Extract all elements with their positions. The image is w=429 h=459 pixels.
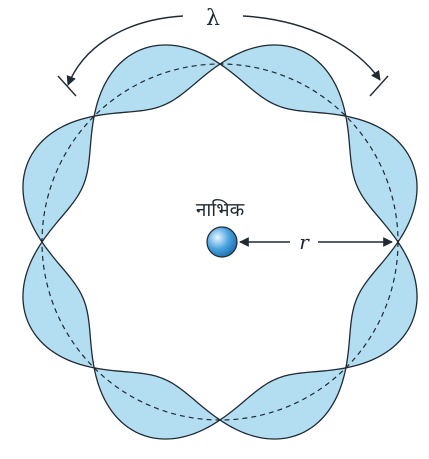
wave-lobe — [220, 368, 346, 439]
wave-lobe — [94, 45, 220, 116]
nucleus-sphere — [207, 227, 237, 257]
wave-lobe — [23, 116, 94, 242]
radius-indicator: r — [240, 230, 392, 254]
wave-lobe — [23, 242, 94, 368]
wavelength-tick-left — [58, 76, 76, 96]
wavelength-label: λ — [206, 6, 220, 31]
radius-label: r — [299, 230, 310, 254]
wave-lobe — [346, 116, 417, 242]
wave-lobe — [346, 242, 417, 368]
nucleus: नाभिक — [196, 198, 245, 257]
wave-lobe — [94, 368, 220, 439]
wave-lobe — [220, 45, 346, 116]
nucleus-label: नाभिक — [196, 198, 245, 221]
